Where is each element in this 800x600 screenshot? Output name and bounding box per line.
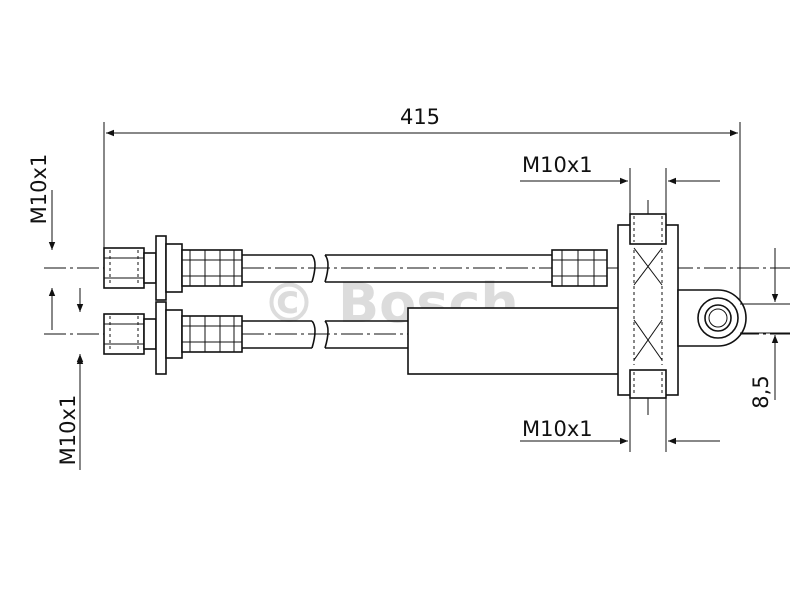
lower-left-crimp-sleeve bbox=[181, 315, 243, 353]
left-offset-marks bbox=[48, 288, 84, 370]
upper-hose bbox=[103, 235, 608, 301]
top-threaded-port bbox=[629, 213, 667, 245]
junction-block bbox=[617, 224, 679, 396]
thread-label-right-bottom: M10x1 bbox=[522, 417, 593, 441]
upper-left-bracket-clip bbox=[155, 235, 167, 301]
left-bottom-thread-callout: M10x1 bbox=[56, 356, 84, 470]
lower-rigid-tube bbox=[407, 307, 631, 375]
left-top-thread-callout: M10x1 bbox=[27, 154, 56, 250]
lower-left-bracket-clip bbox=[155, 301, 167, 375]
lower-left-collar bbox=[165, 309, 183, 359]
length-value: 415 bbox=[400, 105, 440, 129]
junction-fitting bbox=[617, 213, 747, 399]
upper-right-crimp-sleeve bbox=[551, 249, 608, 287]
lower-hose bbox=[103, 301, 631, 375]
bottom-threaded-port bbox=[629, 369, 667, 399]
offset-dimension: 8,5 bbox=[740, 248, 790, 409]
right-top-thread-callout: M10x1 bbox=[520, 153, 720, 216]
thread-label-left-top: M10x1 bbox=[27, 154, 51, 225]
lower-left-hex-nut bbox=[103, 313, 145, 355]
thread-label-left-bottom: M10x1 bbox=[56, 395, 80, 466]
overall-length-dimension: 415 bbox=[103, 105, 741, 300]
right-bottom-thread-callout: M10x1 bbox=[520, 398, 720, 452]
upper-left-crimp-sleeve bbox=[181, 249, 243, 287]
offset-value: 8,5 bbox=[749, 375, 773, 408]
thread-label-right-top: M10x1 bbox=[522, 153, 593, 177]
upper-left-collar bbox=[165, 243, 183, 293]
